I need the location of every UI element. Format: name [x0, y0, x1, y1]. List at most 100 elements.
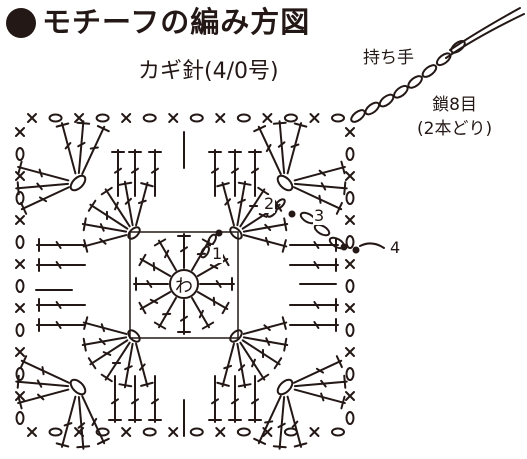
dc-stem [242, 336, 289, 347]
border-chain-oval [15, 367, 25, 381]
dc-stem [89, 339, 129, 366]
double-crochet-symbol [81, 217, 128, 233]
double-crochet-symbol [128, 375, 142, 423]
dc-stem [82, 234, 128, 248]
dc-slash [313, 321, 320, 329]
single-crochet-x [74, 113, 85, 123]
double-crochet-symbol [242, 336, 289, 352]
handle-chain-link [421, 64, 438, 78]
border-chain-oval [236, 113, 251, 123]
dc-top-bar [335, 201, 343, 215]
dc-slash [231, 398, 239, 405]
single-crochet-x [15, 215, 25, 225]
x-stroke [74, 427, 85, 437]
border-chain-oval [95, 427, 110, 437]
double-crochet-symbol [100, 341, 131, 383]
dc-stem [293, 165, 346, 182]
single-crochet-x [121, 113, 132, 123]
dc-slash [38, 168, 43, 178]
dc-stem [293, 182, 348, 190]
single-crochet-x [345, 259, 355, 269]
dc-stem [242, 321, 288, 335]
handle-chain-link [407, 75, 423, 89]
dc-top-bar [216, 182, 230, 188]
magic-ring [169, 269, 199, 299]
single-crochet-x [15, 127, 25, 137]
dc-stem [81, 125, 106, 175]
dc-stem [15, 182, 70, 190]
dc-top-bar [273, 357, 283, 370]
dc-stem [20, 186, 70, 211]
dc-top-bar [340, 395, 346, 410]
border-chain-oval [142, 427, 157, 437]
dc-top-bar [272, 121, 287, 125]
single-crochet-x [168, 113, 179, 123]
double-crochet-symbol [100, 186, 131, 228]
dc-stem [139, 291, 172, 310]
dc-stem [135, 181, 149, 227]
handle-chain-link [350, 109, 366, 123]
dc-top-bar [253, 125, 267, 133]
chain-stitch-oval [69, 174, 87, 192]
single-crochet-x [215, 427, 226, 437]
dc-slash [55, 261, 62, 269]
x-stroke [309, 113, 320, 123]
single-crochet-x [27, 113, 37, 123]
chain-stitch-oval [207, 233, 217, 247]
double-crochet-symbol [108, 375, 122, 423]
dc-top-bar [83, 239, 89, 253]
dc-stem [191, 296, 210, 329]
dc-top-bar [87, 199, 97, 212]
dc-slash [55, 301, 62, 309]
dc-slash [124, 365, 133, 371]
chain-stitch-oval [229, 329, 243, 343]
x-stroke [15, 303, 25, 313]
double-crochet-symbol [82, 316, 128, 335]
round-4-pointer [359, 242, 385, 249]
single-crochet-border [15, 113, 355, 437]
dc-slash [89, 146, 99, 150]
single-crochet-x [345, 171, 355, 181]
dc-slash [151, 398, 159, 405]
start-dot [340, 243, 348, 251]
single-crochet-x [15, 347, 25, 357]
dc-slash [251, 167, 259, 174]
single-crochet-x [309, 113, 320, 123]
dc-top-bar [273, 199, 283, 212]
dc-top-bar [237, 383, 252, 388]
dc-slash [318, 169, 326, 177]
border-chain-oval [15, 279, 25, 293]
dc-top-bar [100, 373, 113, 383]
x-stroke [15, 347, 25, 357]
double-crochet-symbol [216, 181, 235, 227]
handle-chain-link [378, 93, 395, 108]
dc-slash [290, 143, 300, 148]
double-crochet-symbol [242, 234, 288, 253]
x-stroke [345, 303, 355, 313]
dc-slash [315, 367, 325, 374]
dc-stem [278, 395, 286, 450]
dc-slash [265, 337, 271, 346]
x-stroke [15, 391, 25, 401]
dc-stem [60, 122, 77, 175]
dc-top-bar [100, 186, 113, 196]
double-crochet-symbol [36, 318, 86, 332]
double-crochet-symbol [228, 375, 242, 423]
dc-top-bar [82, 337, 87, 352]
dc-stem [293, 380, 348, 388]
dc-top-bar [96, 125, 110, 133]
dc-slash [102, 351, 112, 356]
dc-stem [20, 359, 70, 384]
dc-stem [17, 165, 70, 182]
dc-top-bar [55, 122, 70, 128]
double-crochet-symbol [293, 160, 346, 182]
dc-top-bar [140, 381, 154, 387]
dc-stem [196, 291, 229, 310]
dc-top-bar [20, 355, 28, 369]
dc-slash [138, 363, 146, 371]
dc-slash [98, 337, 106, 346]
x-stroke [168, 427, 179, 437]
double-crochet-stitches [15, 120, 348, 450]
dc-stem [123, 180, 134, 227]
border-chain-oval [331, 427, 345, 437]
